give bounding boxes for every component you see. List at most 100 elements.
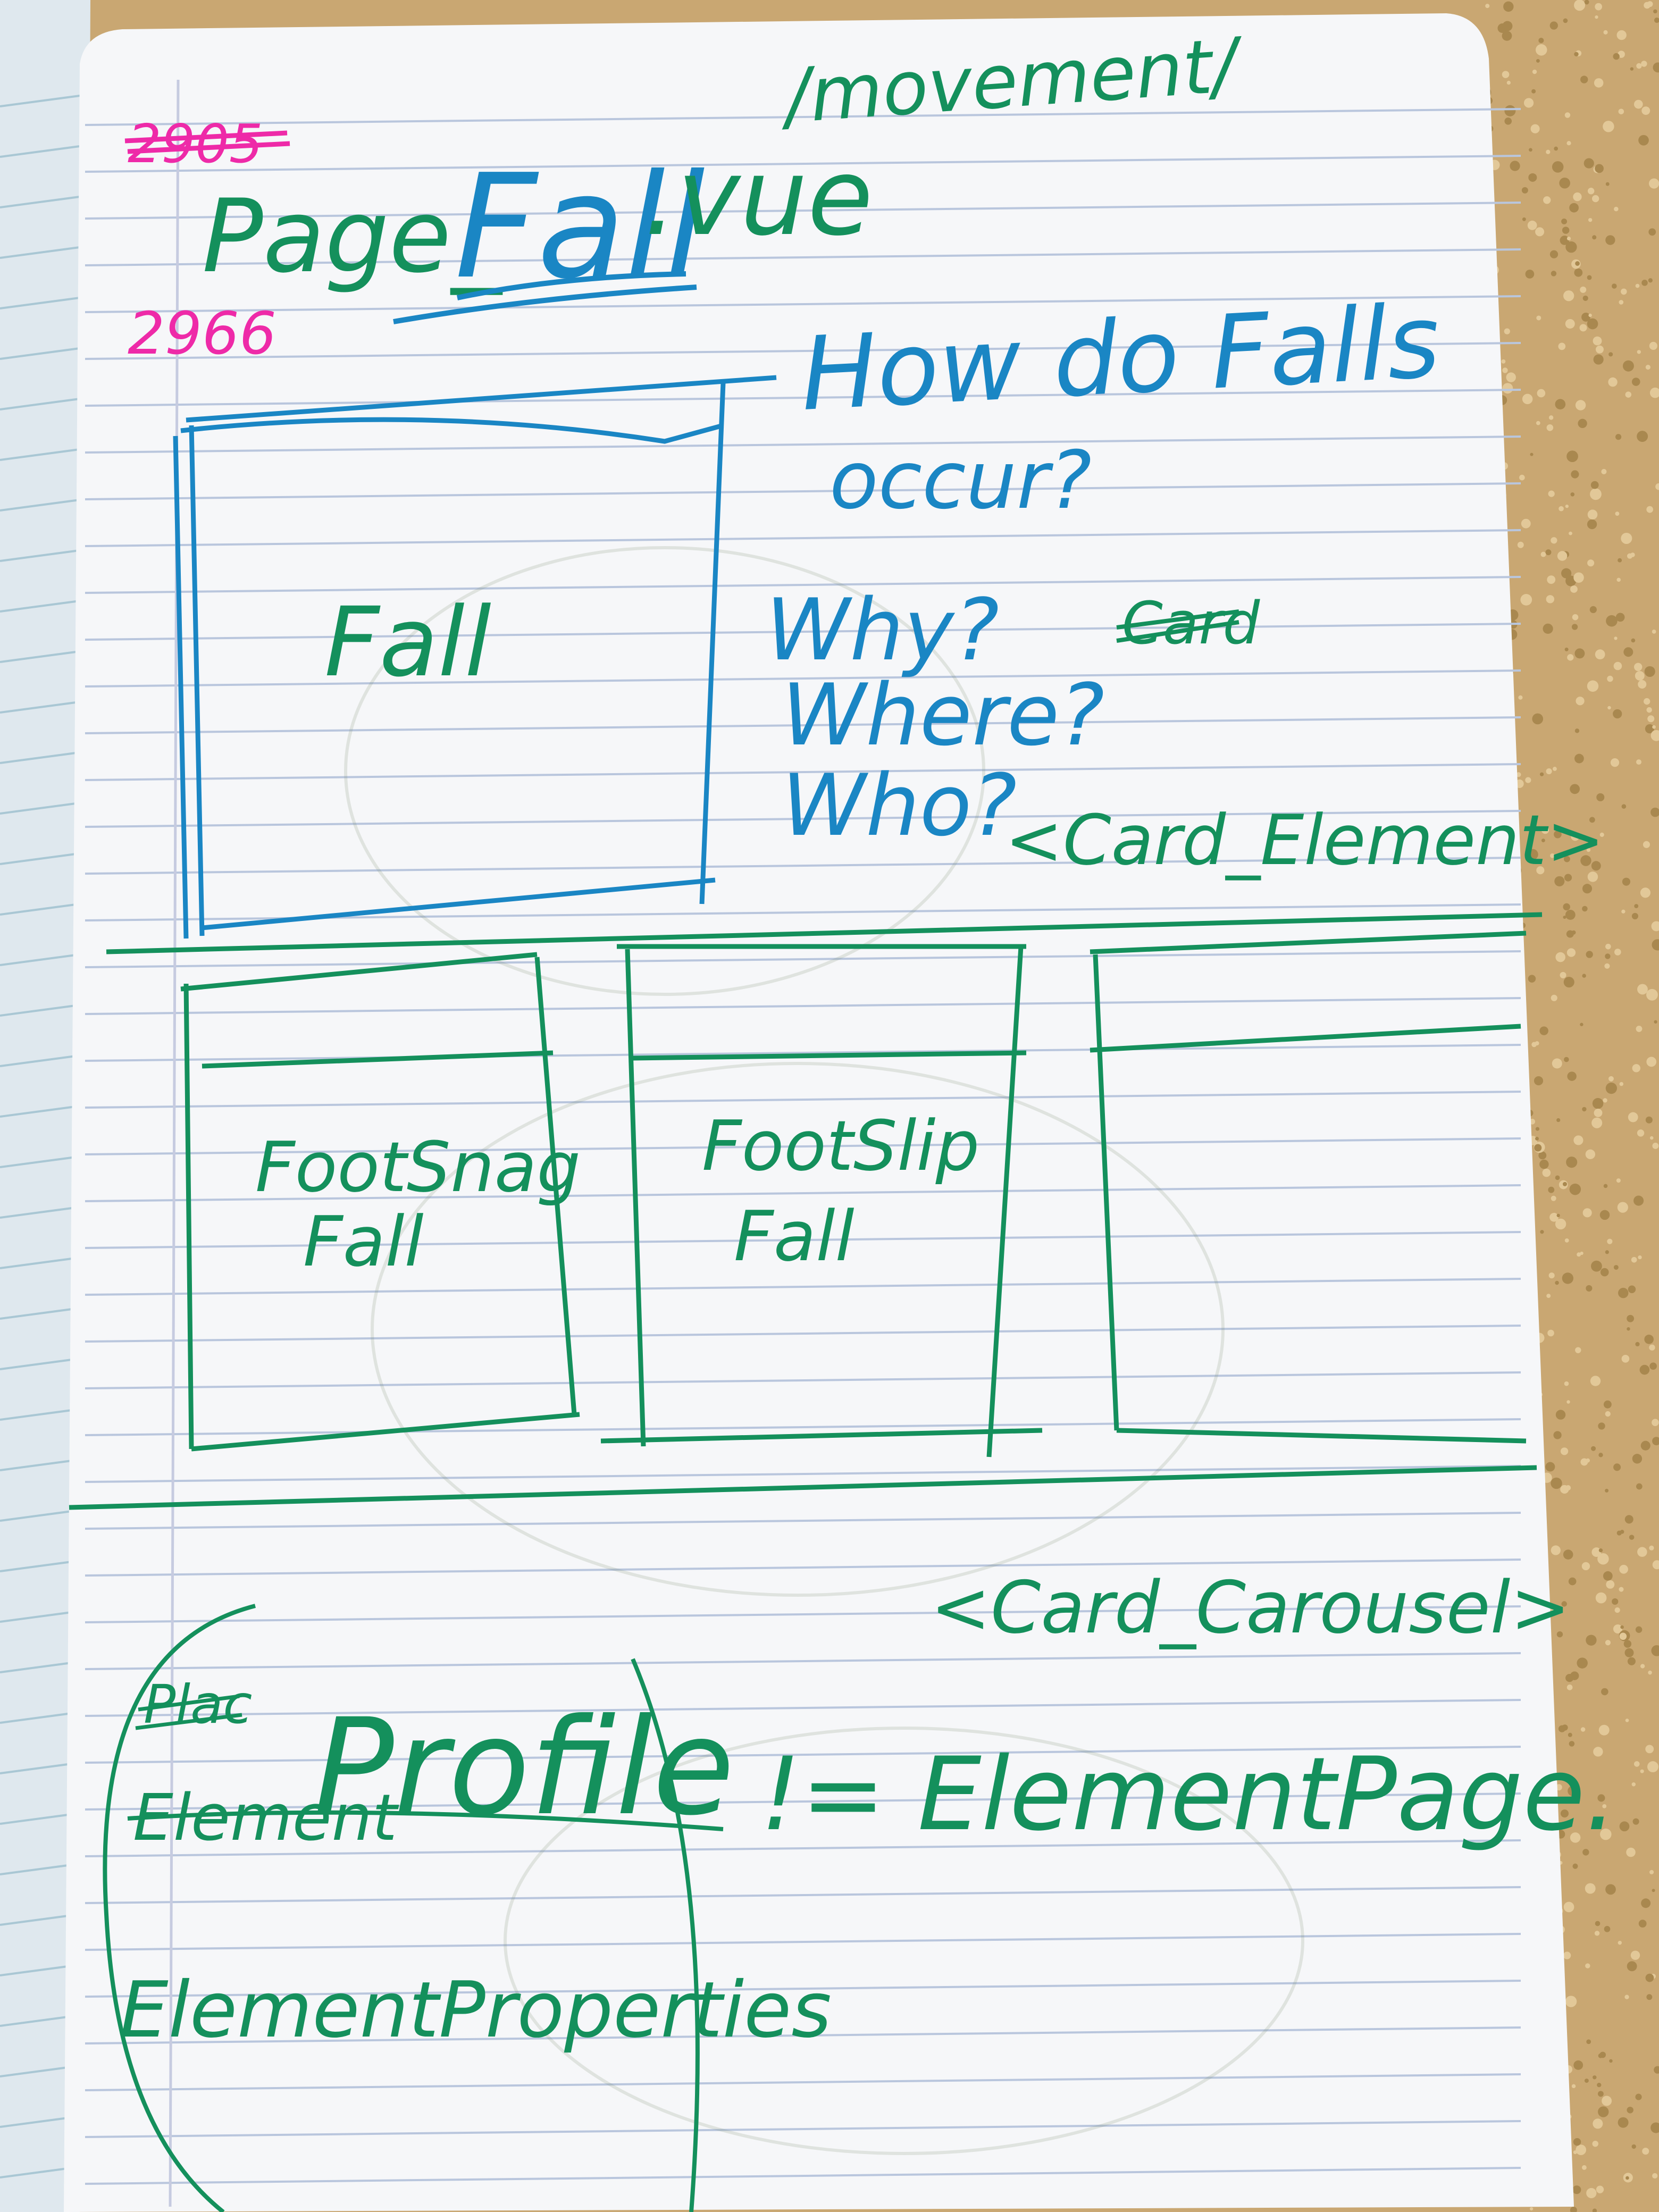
speckle [1600, 1828, 1612, 1840]
speckle [1569, 203, 1579, 213]
speckle [1568, 1577, 1577, 1586]
speckle [1650, 730, 1659, 741]
speckle [1631, 638, 1636, 643]
speckle [1582, 1849, 1589, 1856]
speckle [1644, 698, 1650, 705]
speckle [1652, 1419, 1659, 1426]
left-page-line [0, 1105, 80, 1118]
speckle [1651, 921, 1659, 932]
speckle [1578, 418, 1587, 429]
speckle [1597, 1794, 1605, 1802]
pink-number: 2966 [128, 299, 276, 367]
ruled-line [85, 1839, 1521, 1857]
speckle [1542, 1168, 1551, 1177]
speckle [1594, 78, 1604, 88]
speckle [1588, 217, 1593, 222]
ruled-line [85, 1652, 1521, 1670]
left-page-line [0, 953, 80, 966]
ruled-line [85, 1325, 1521, 1343]
speckle [1530, 2207, 1534, 2211]
speckle [1636, 1026, 1643, 1032]
speckle [1566, 141, 1571, 146]
speckle [1558, 1725, 1566, 1732]
speckle [1586, 1458, 1590, 1463]
speckle [1631, 2144, 1636, 2149]
speckle [1569, 531, 1572, 535]
speckle [1565, 319, 1575, 329]
speckle [1532, 713, 1544, 725]
speckle [1631, 1256, 1637, 1263]
ruled-line [85, 716, 1521, 734]
speckle [1557, 551, 1568, 561]
speckle [1534, 1144, 1542, 1152]
speckle [1535, 1041, 1539, 1046]
speckle [1574, 728, 1580, 733]
speckle [1543, 623, 1553, 634]
speckle [1633, 1195, 1644, 1206]
speckle [1564, 874, 1572, 882]
speckle [1535, 227, 1545, 237]
speckle [1605, 953, 1611, 959]
speckle [1564, 1057, 1569, 1062]
speckle [1577, 1657, 1588, 1669]
speckle [1612, 283, 1617, 289]
speckle [1605, 1884, 1616, 1895]
carousel-card-sketch [180, 952, 580, 1452]
speckle [1518, 695, 1523, 700]
speckle [1640, 887, 1651, 898]
speckle [1534, 1076, 1544, 1086]
speckle [1525, 777, 1531, 783]
speckle [1619, 300, 1624, 305]
ruled-line [85, 1933, 1521, 1951]
speckle [1582, 884, 1593, 894]
speckle [1569, 1741, 1575, 1747]
speckle [1646, 988, 1658, 1001]
speckle [1586, 848, 1591, 852]
speckle [1596, 793, 1605, 801]
ruled-line [85, 295, 1521, 313]
speckle [1566, 450, 1578, 463]
speckle [1648, 278, 1653, 283]
speckle [1548, 1272, 1555, 1279]
speckle [1605, 1250, 1609, 1254]
speckle [1586, 1635, 1597, 1646]
speckle [1645, 1745, 1654, 1754]
speckle [1582, 906, 1588, 912]
speckle [1619, 1632, 1627, 1640]
speckle [1628, 1112, 1638, 1122]
speckle [1608, 1076, 1614, 1082]
speckle [1565, 1996, 1577, 2007]
speckle [1574, 52, 1579, 57]
left-page-line [0, 297, 80, 309]
speckle [1645, 364, 1650, 370]
ruled-line [85, 2167, 1521, 2185]
speckle [1595, 1592, 1607, 1604]
speckle [1562, 1272, 1574, 1284]
speckle [1652, 1560, 1659, 1570]
element-properties: ElementProperties [120, 1965, 832, 2055]
speckle [1623, 1640, 1632, 1648]
speckle [1580, 855, 1591, 866]
speckle [1587, 275, 1592, 280]
strikethrough-mark [135, 1694, 242, 1730]
speckle [1649, 1344, 1655, 1351]
equals-element-page: != ElementPage. [760, 1736, 1617, 1853]
speckle [1566, 948, 1576, 957]
speckle [1589, 817, 1595, 823]
speckle [1570, 585, 1578, 593]
speckle [1621, 1355, 1630, 1363]
speckle [1640, 1664, 1645, 1669]
speckle [1637, 1129, 1645, 1137]
speckle [1527, 220, 1537, 230]
notebook-page [64, 13, 1574, 2212]
speckle [1571, 2084, 1576, 2089]
ruled-line [85, 248, 1521, 266]
speckle [1597, 1553, 1609, 1565]
speckle [1631, 912, 1639, 920]
speckle [1522, 217, 1526, 221]
speckle [1556, 1213, 1560, 1218]
speckle [1650, 2122, 1659, 2133]
speckle [1502, 367, 1508, 373]
speckle [1563, 1901, 1574, 1913]
speckle [1635, 2093, 1642, 2100]
